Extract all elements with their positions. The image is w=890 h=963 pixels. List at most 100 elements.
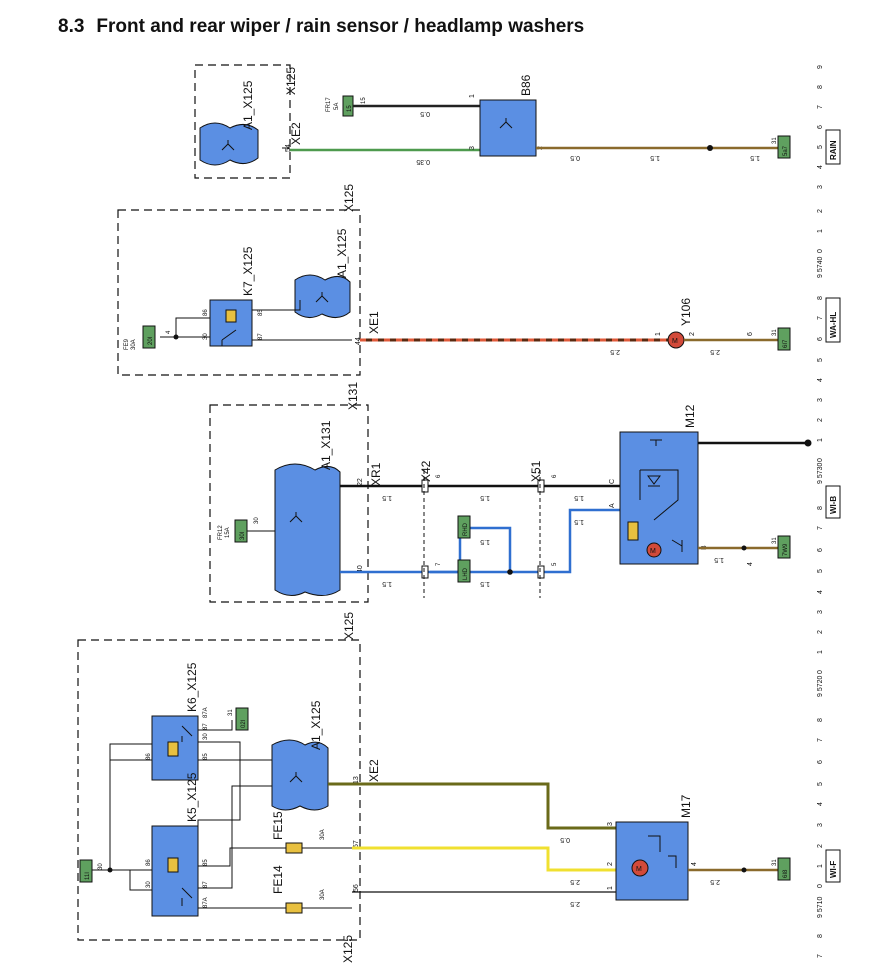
wif-k5-label: K5_X125 — [185, 772, 199, 822]
ruler-wahl-5: 4 — [817, 378, 824, 382]
wib-ground-pin: 4 — [747, 562, 754, 566]
wahl-fuse-rating: 30A — [131, 339, 137, 350]
ruler-wif2-0: 9 5710 — [817, 896, 824, 918]
wif-ground-badge — [777, 857, 791, 881]
ruler-rain-9: 0 — [817, 249, 824, 253]
rain-wire-label-4: 1.5 — [650, 154, 660, 161]
wif-motor-pin-3: 3 — [607, 822, 614, 826]
wib-fuse-rating: 15A — [225, 527, 231, 538]
rain-tag-box — [825, 129, 841, 165]
ruler-rain-5: 4 — [817, 165, 824, 169]
wib-tag: WI-B — [829, 496, 838, 514]
wib-ground-splice — [741, 545, 747, 551]
ruler-wif-3: 6 — [817, 760, 824, 764]
rain-module-symbol — [221, 140, 235, 151]
wib-module-symbol — [289, 512, 303, 523]
wib-fuse-badge-label: 30I — [240, 531, 246, 540]
wif-motor-m: M — [636, 866, 642, 873]
ruler-wib-4: 5 — [817, 569, 824, 573]
wif-motor-pin-1: 1 — [607, 886, 614, 890]
rain-module-label: A1_X125 — [241, 80, 255, 130]
wahl-wire-label-2: 2.5 — [710, 348, 720, 355]
rain-ground-label: 31 — [772, 137, 778, 144]
ruler-wahl-9: 0 — [817, 458, 824, 462]
ruler-wahl-2: 7 — [817, 316, 824, 320]
wib-x51-label: X51 — [529, 460, 543, 482]
wif-wire-label-1: 0.5 — [560, 836, 570, 843]
ruler-wahl-1: 8 — [817, 296, 824, 300]
wif-k6-pin-87a: 87A — [203, 707, 209, 718]
ruler-wahl-3: 6 — [817, 337, 824, 341]
wib-xr-label: XR1 — [369, 462, 383, 486]
wib-ground-id: 7W9 — [783, 543, 789, 556]
rain-fuse-rating: 5A — [334, 103, 340, 110]
ruler-wif-0: 9 5720 — [817, 675, 824, 697]
wif-k5-pin-86: 86 — [146, 859, 152, 866]
wahl-ground-badge — [777, 327, 791, 351]
ruler-wib-5: 4 — [817, 590, 824, 594]
wif-feed-wires — [92, 743, 152, 891]
wib-ground-top-node — [804, 439, 812, 447]
ruler-rain-4: 5 — [817, 145, 824, 149]
wahl-x125-box — [117, 209, 361, 376]
wahl-relay-pin-87: 87 — [258, 333, 264, 340]
wib-x51-pin-2: 5 — [552, 562, 558, 566]
wahl-fuse-name: FE9 — [124, 338, 130, 350]
wif-fe14-rating: 30A — [320, 889, 326, 900]
wib-motor-detail — [650, 439, 683, 552]
wib-lhd-badge — [457, 559, 471, 583]
wib-x51-top — [537, 479, 545, 493]
wif-k6-out-label: 31 — [228, 709, 234, 716]
ruler-rain-0: 9 — [817, 65, 824, 69]
wif-wire-yellow — [352, 846, 616, 872]
wib-wire-label-8: 1.5 — [714, 556, 724, 563]
wif-wire-label-3: 2.5 — [570, 900, 580, 907]
wib-x42-label: X42 — [419, 460, 433, 482]
wahl-pump-symbol: M — [672, 338, 678, 345]
wib-motor-m: M — [650, 548, 656, 555]
ruler-rain-1: 8 — [817, 85, 824, 89]
wif-k6-coil — [167, 741, 179, 757]
wib-ground-label: 31 — [772, 537, 778, 544]
rain-tag: RAIN — [829, 140, 838, 160]
section-title: Front and rear wiper / rain sensor / hea… — [96, 16, 585, 37]
wahl-group: X125 A1_X125 K7_X125 86 85 30 87 20I FE9… — [117, 184, 841, 376]
wib-connector-label: X131 — [346, 382, 360, 410]
wif-k5-pin-87a: 87A — [203, 897, 209, 908]
wif-k6-out-badge — [235, 707, 249, 731]
rain-fuse-badge-label: 15 — [347, 105, 353, 112]
ruler-wahl-6: 3 — [817, 398, 824, 402]
wib-splice — [507, 569, 513, 575]
wib-motor-switch-symbol — [639, 469, 679, 521]
ruler-wif-4: 5 — [817, 782, 824, 786]
wib-lhd-label: LHD — [463, 567, 469, 580]
wib-x51-bottom — [537, 565, 545, 579]
wahl-wire-label-1: 2.5 — [610, 348, 620, 355]
wib-wire-label-2: 1.5 — [480, 494, 490, 501]
ruler-wahl-8: 1 — [817, 438, 824, 442]
wahl-ground-pin: 6 — [747, 332, 754, 336]
wif-k6-pin-86: 86 — [146, 753, 152, 760]
wib-wire-label-4: 1.5 — [382, 580, 392, 587]
wib-x51-pin-1: 6 — [552, 474, 558, 478]
wib-motor-symbol — [646, 542, 662, 558]
wib-pin-22: 22 — [357, 478, 364, 486]
wif-k6-out-id: 02I — [241, 719, 247, 728]
wib-wire-label-6: 1.5 — [480, 538, 490, 545]
rain-sensor-block — [479, 99, 537, 157]
wif-k6-label: K6_X125 — [185, 662, 199, 712]
ruler-wahl-4: 5 — [817, 358, 824, 362]
wahl-splice — [173, 334, 179, 340]
ruler-rain-8: 1 — [817, 229, 824, 233]
wahl-relay-label: K7_X125 — [241, 246, 255, 296]
wif-motor-detail — [648, 835, 677, 868]
ruler-wib-2: 7 — [817, 526, 824, 530]
wif-feed-label: 30 — [98, 863, 104, 870]
wif-pin-56: 56 — [353, 884, 360, 892]
wif-k6-pin-87: 87 — [203, 723, 209, 730]
wif-pin-57: 57 — [353, 840, 360, 848]
ruler-wib-0: 9 5730 — [817, 462, 824, 484]
wahl-relay-switch — [221, 329, 237, 346]
wahl-fuse-badge — [142, 325, 156, 349]
